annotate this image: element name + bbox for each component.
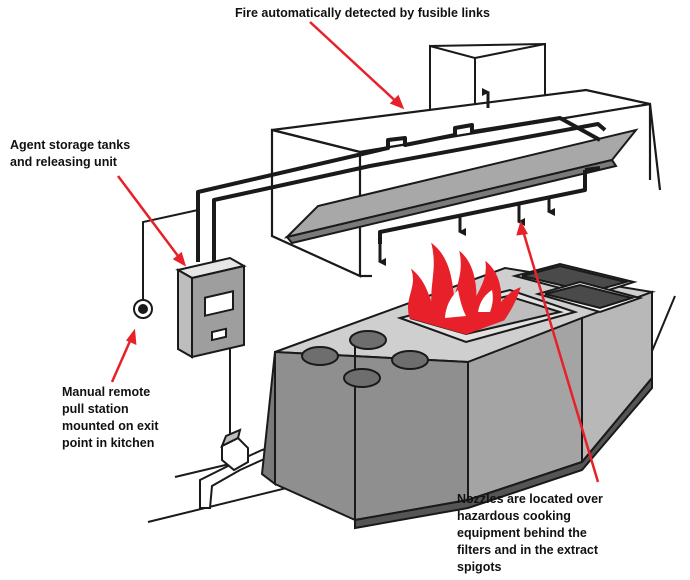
- nozzles-label: Nozzles are located over hazardous cooki…: [457, 492, 603, 574]
- burner-rings: [301, 330, 429, 388]
- nozzle-drops: [378, 88, 555, 266]
- flames: [408, 242, 521, 335]
- agent-storage-unit-icon: [175, 256, 247, 359]
- right-cooking-wells: [511, 262, 644, 314]
- pull-station-label: Manual remote pull station mounted on ex…: [62, 385, 159, 450]
- pull-station-icon: [133, 299, 153, 319]
- agent-storage-label: Agent storage tanks and releasing unit: [10, 138, 131, 169]
- pointer-lines: [110, 21, 600, 483]
- fusible-links-label: Fire automatically detected by fusible l…: [235, 6, 490, 20]
- hood-filter-panel: [283, 128, 639, 245]
- pull-station-cable: [142, 209, 231, 440]
- agent-pipework: [196, 116, 607, 262]
